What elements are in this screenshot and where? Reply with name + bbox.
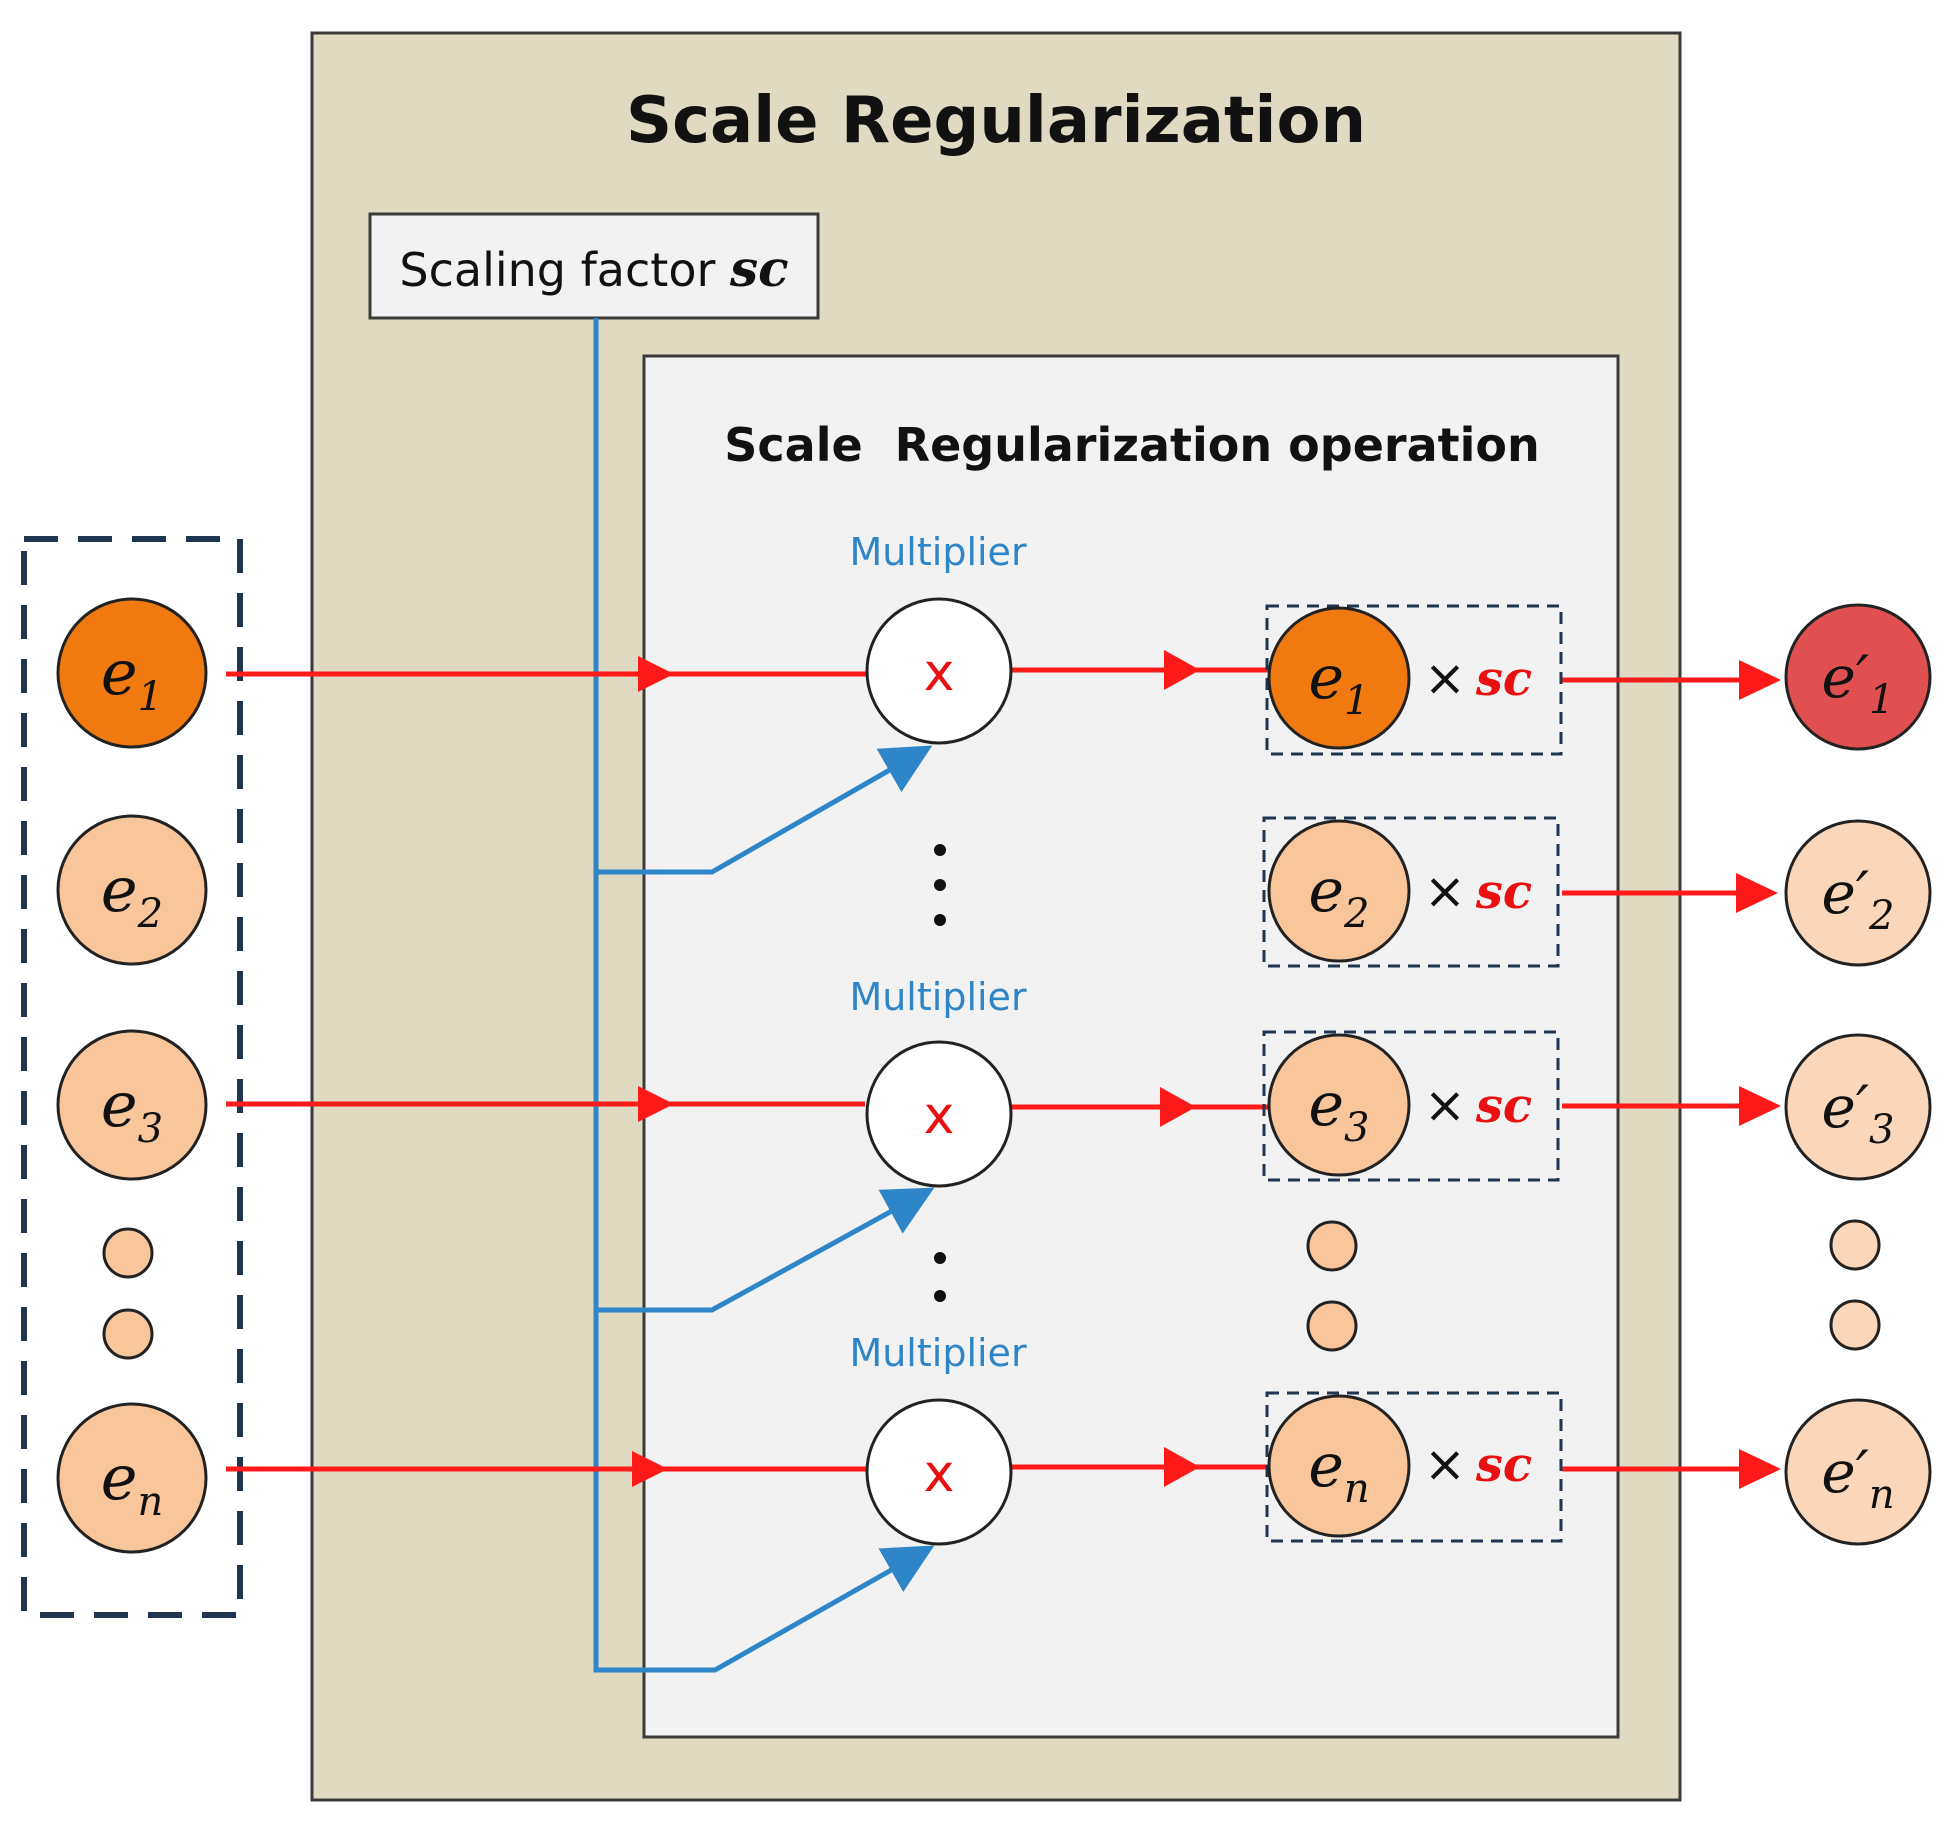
scaled-ellipsis-dot (1306, 1300, 1358, 1352)
scaled-node-2: e2 × sc (1262, 816, 1560, 968)
svg-text:e3: e3 (101, 1068, 163, 1152)
multiplier-symbol: x (924, 1086, 955, 1146)
scaling-factor-box (368, 212, 820, 320)
multiplier-2: Multiplier x (849, 975, 1027, 1188)
multiplier-label: Multiplier (849, 530, 1027, 574)
output-ellipsis-dot (1829, 1299, 1881, 1351)
multiplier-ellipsis (934, 844, 946, 1302)
outer-title: Scale Regularization (626, 84, 1366, 158)
output-node-2: e′2 (1784, 819, 1932, 967)
scaled-node-3: e3 × sc (1262, 1030, 1560, 1182)
scaled-node-n: en × sc (1265, 1391, 1563, 1543)
multiplier-3: Multiplier x (849, 1331, 1027, 1546)
multiplier-1: Multiplier x (849, 530, 1027, 745)
svg-text:en: en (1308, 1431, 1369, 1512)
multiplier-label: Multiplier (849, 975, 1027, 1019)
multiplier-symbol: x (924, 1444, 955, 1504)
input-node-3: e3 (56, 1029, 208, 1181)
svg-text:e3: e3 (1309, 1070, 1370, 1151)
output-node-3: e′3 (1784, 1033, 1932, 1181)
sc-symbol: sc (1475, 1078, 1532, 1134)
input-ellipsis-dot (102, 1308, 154, 1360)
svg-text:e′2: e′2 (1822, 859, 1895, 939)
sc-symbol: sc (1475, 864, 1532, 920)
output-node-n: e′n (1784, 1398, 1932, 1546)
multiplier-label: Multiplier (849, 1331, 1027, 1375)
input-node-1: e1 (56, 597, 208, 749)
svg-text:e1: e1 (1309, 643, 1370, 724)
multiplier-symbol: x (924, 643, 955, 703)
input-node-2: e2 (56, 814, 208, 966)
svg-text:e′3: e′3 (1822, 1073, 1895, 1153)
inner-title: Scale Regularization operation (724, 418, 1540, 472)
input-group-box (21, 536, 243, 1618)
sc-symbol: sc (1475, 651, 1532, 707)
times-sign: × (1424, 649, 1466, 707)
input-node-n: en (56, 1402, 208, 1554)
scaled-ellipsis-dot (1306, 1220, 1358, 1272)
scaling-factor-label: Scaling factor sc (399, 239, 788, 298)
times-sign: × (1424, 1435, 1466, 1493)
svg-text:e1: e1 (101, 636, 163, 720)
output-arrows (1562, 660, 1781, 1489)
input-arrows (226, 656, 867, 1487)
scaled-node-1: e1 × sc (1265, 604, 1563, 756)
scaling-factor-lines (593, 318, 935, 1673)
sc-symbol: sc (1475, 1437, 1532, 1493)
svg-text:en: en (101, 1441, 163, 1525)
svg-text:e2: e2 (1309, 856, 1370, 937)
svg-text:e′1: e′1 (1822, 643, 1895, 723)
times-sign: × (1424, 862, 1466, 920)
times-sign: × (1424, 1076, 1466, 1134)
output-ellipsis-dot (1829, 1219, 1881, 1271)
inner-operation-box (642, 354, 1620, 1739)
input-ellipsis-dot (102, 1227, 154, 1279)
svg-text:e2: e2 (101, 853, 163, 937)
svg-text:e′n: e′n (1821, 1438, 1894, 1518)
output-node-1: e′1 (1784, 603, 1932, 751)
multiplier-arrows (1011, 650, 1268, 1487)
